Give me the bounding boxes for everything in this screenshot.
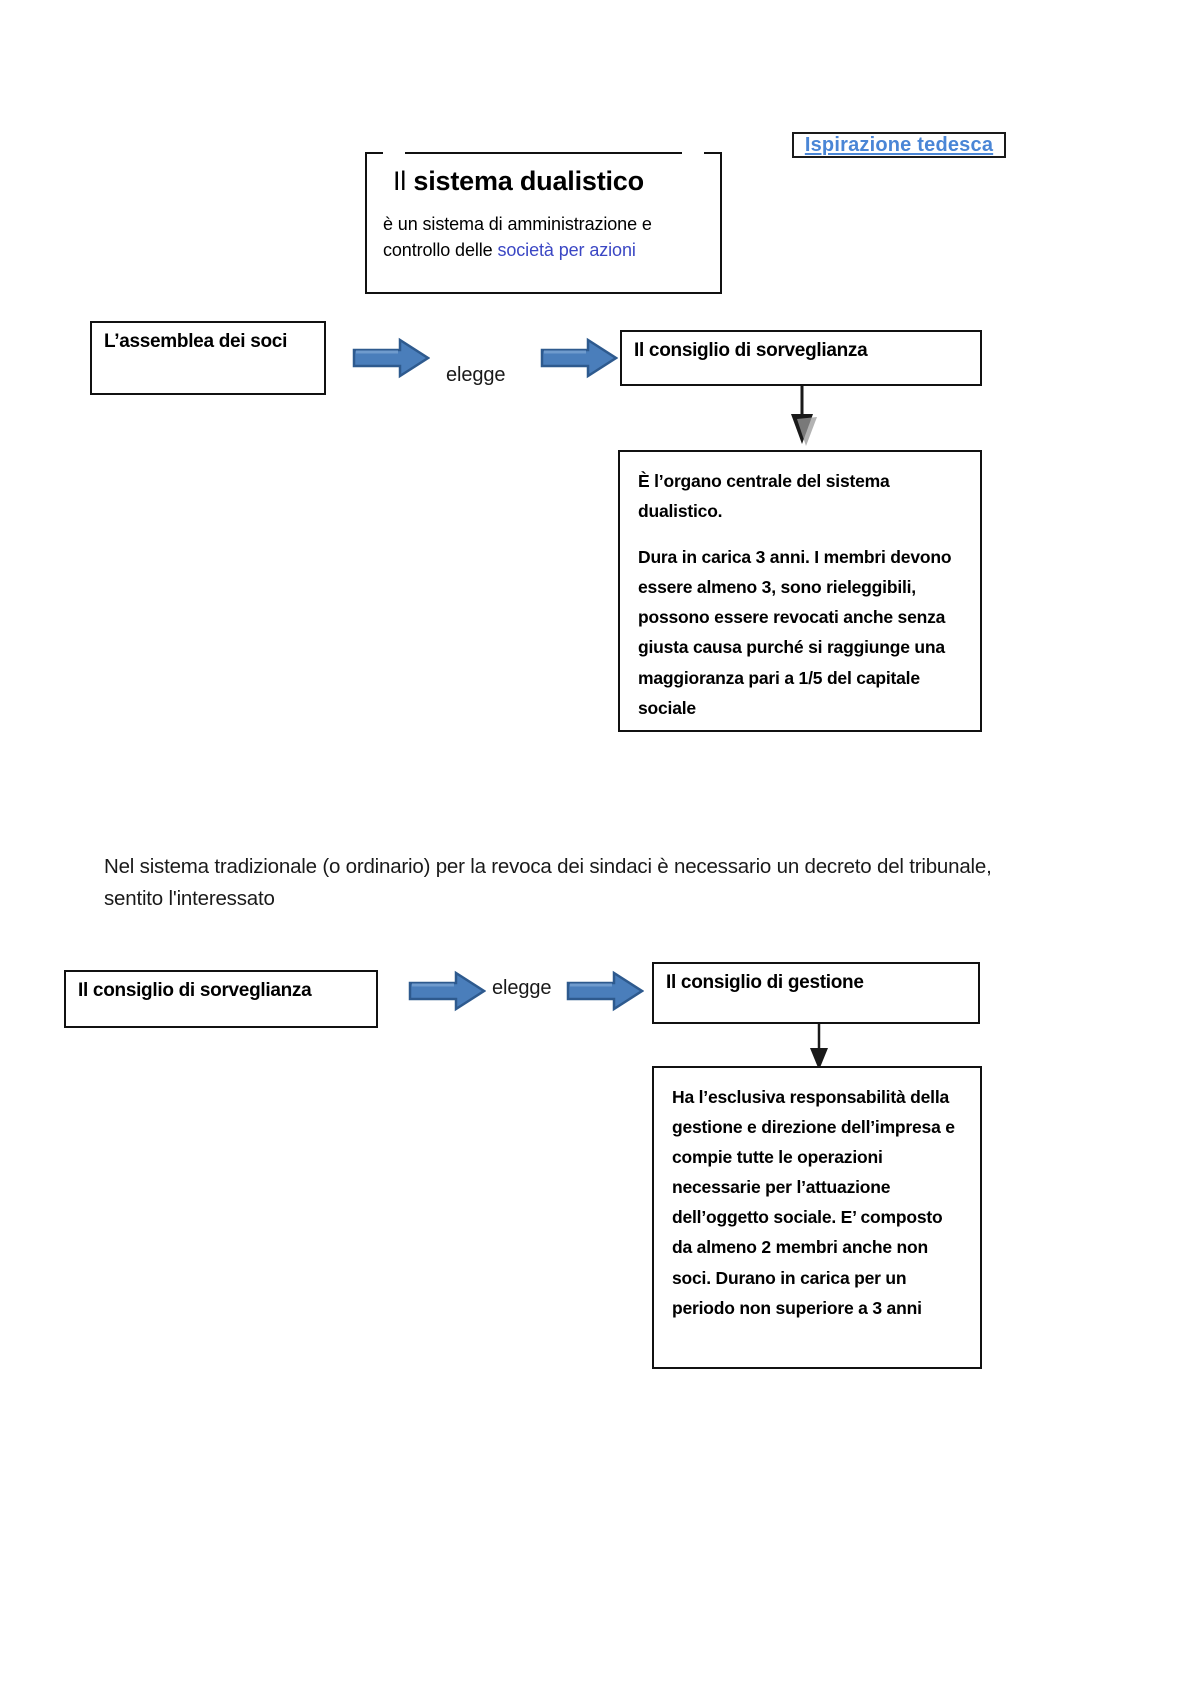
- subtitle-line-1: è un sistema di amministrazione e: [383, 214, 652, 235]
- callout-label: Ispirazione tedesca: [804, 133, 994, 156]
- title-card-notch-left: [383, 151, 405, 157]
- subtitle-link-societa-per-azioni[interactable]: società per azioni: [497, 240, 636, 261]
- node-assemblea-dei-soci: L’assemblea dei soci: [90, 321, 326, 395]
- relation-label-elegge-bottom: elegge: [492, 977, 552, 999]
- arrow-assemblea-to-elegge: [352, 337, 431, 379]
- node-consiglio-di-sorveglianza-top-label: Il consiglio di sorveglianza: [634, 340, 868, 361]
- node-consiglio-di-sorveglianza-top: Il consiglio di sorveglianza: [620, 330, 982, 386]
- relation-label-elegge-top: elegge: [446, 364, 506, 386]
- node-consiglio-di-gestione: Il consiglio di gestione: [652, 962, 980, 1024]
- page-title-prefix: Il: [393, 166, 414, 196]
- detail-box-consiglio-di-gestione: Ha l’esclusiva responsabilità della gest…: [652, 1066, 982, 1369]
- subtitle-line-2-prefix: controllo delle: [383, 240, 498, 261]
- detail-paragraph-2-top: Dura in carica 3 anni. I membri devono e…: [638, 547, 952, 718]
- connector-arrow-down-bottom: [800, 1024, 840, 1072]
- note-paragraph: Nel sistema tradizionale (o ordinario) p…: [104, 855, 992, 910]
- detail-paragraph-1-bottom: Ha l’esclusiva responsabilità della gest…: [672, 1087, 955, 1318]
- arrow-sorveglianza-to-elegge: [408, 970, 487, 1012]
- arrow-elegge-to-consiglio-gestione: [566, 970, 645, 1012]
- page-title: Il sistema dualistico: [393, 166, 704, 197]
- page-title-main: sistema dualistico: [413, 166, 644, 196]
- node-consiglio-di-gestione-label: Il consiglio di gestione: [666, 972, 864, 993]
- callout-ispirazione-tedesca: Ispirazione tedesca: [792, 132, 1006, 158]
- title-card-notch-right: [682, 151, 704, 157]
- node-consiglio-di-sorveglianza-bottom-label: Il consiglio di sorveglianza: [78, 980, 312, 1001]
- title-card-subtitle: è un sistema di amministrazione e contro…: [383, 211, 704, 263]
- detail-box-consiglio-di-sorveglianza: È l’organo centrale del sistema dualisti…: [618, 450, 982, 732]
- node-consiglio-di-sorveglianza-bottom: Il consiglio di sorveglianza: [64, 970, 378, 1028]
- arrow-elegge-to-consiglio-sorveglianza: [540, 337, 619, 379]
- node-assemblea-dei-soci-label: L’assemblea dei soci: [104, 331, 288, 352]
- connector-arrow-down-top: [780, 386, 826, 448]
- detail-paragraph-1-top: È l’organo centrale del sistema dualisti…: [638, 471, 890, 522]
- title-card: Il sistema dualistico è un sistema di am…: [365, 151, 722, 294]
